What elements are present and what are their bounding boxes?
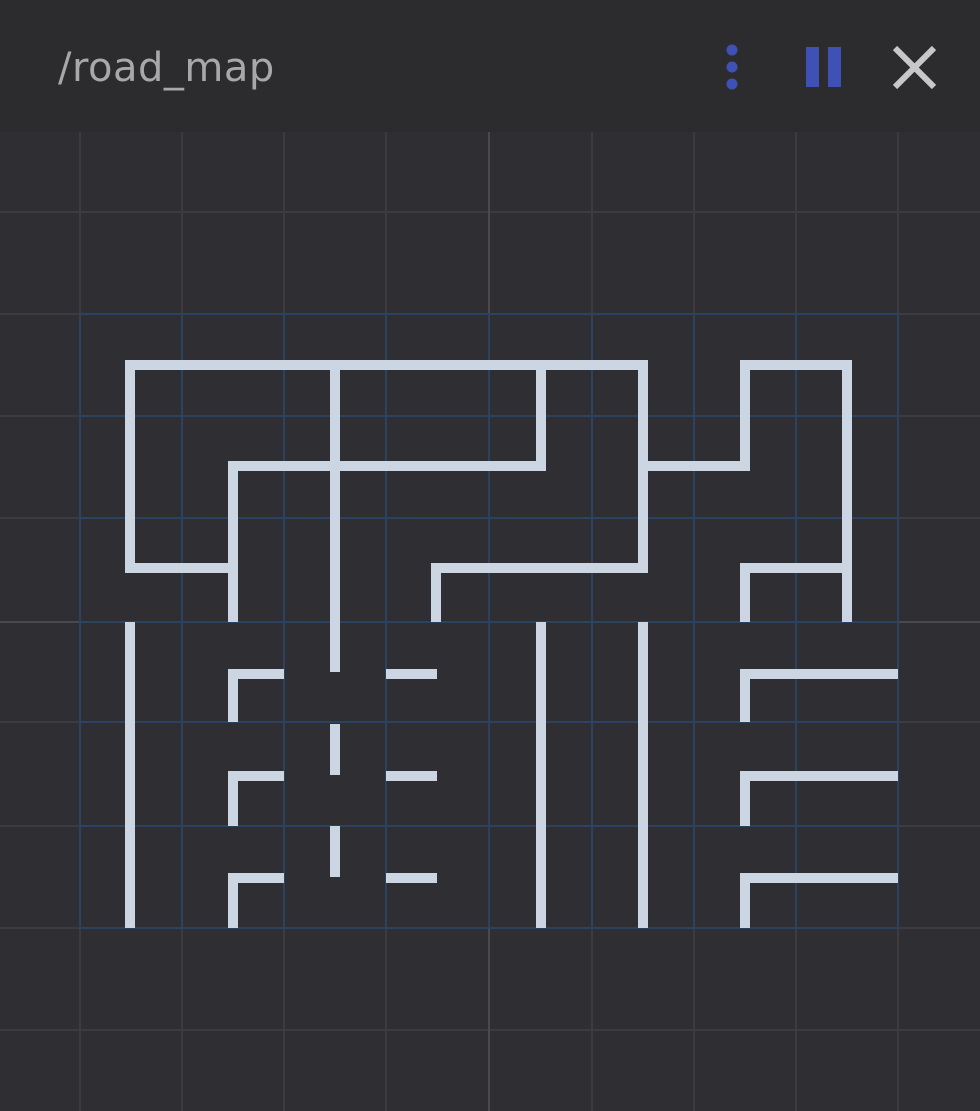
panel-header: /road_map	[0, 0, 980, 132]
pause-icon	[806, 47, 841, 87]
road-map-canvas[interactable]	[0, 132, 980, 1111]
road-segment	[228, 669, 284, 722]
road-segment	[740, 771, 898, 826]
road-segment	[740, 873, 898, 928]
road-segment	[228, 873, 284, 928]
road-segment	[228, 771, 284, 826]
road-segment	[740, 669, 898, 722]
roads	[125, 360, 898, 928]
road-segment	[228, 365, 546, 568]
road-segment	[125, 360, 648, 622]
road-segment	[643, 360, 852, 622]
map-region-grid	[79, 313, 899, 929]
menu-button[interactable]	[712, 38, 752, 98]
close-icon	[892, 45, 937, 90]
vertical-dots-icon	[726, 44, 738, 90]
panel-title: /road_map	[58, 45, 275, 91]
road-segment	[740, 563, 847, 622]
pause-button[interactable]	[798, 38, 850, 98]
close-button[interactable]	[884, 38, 944, 98]
